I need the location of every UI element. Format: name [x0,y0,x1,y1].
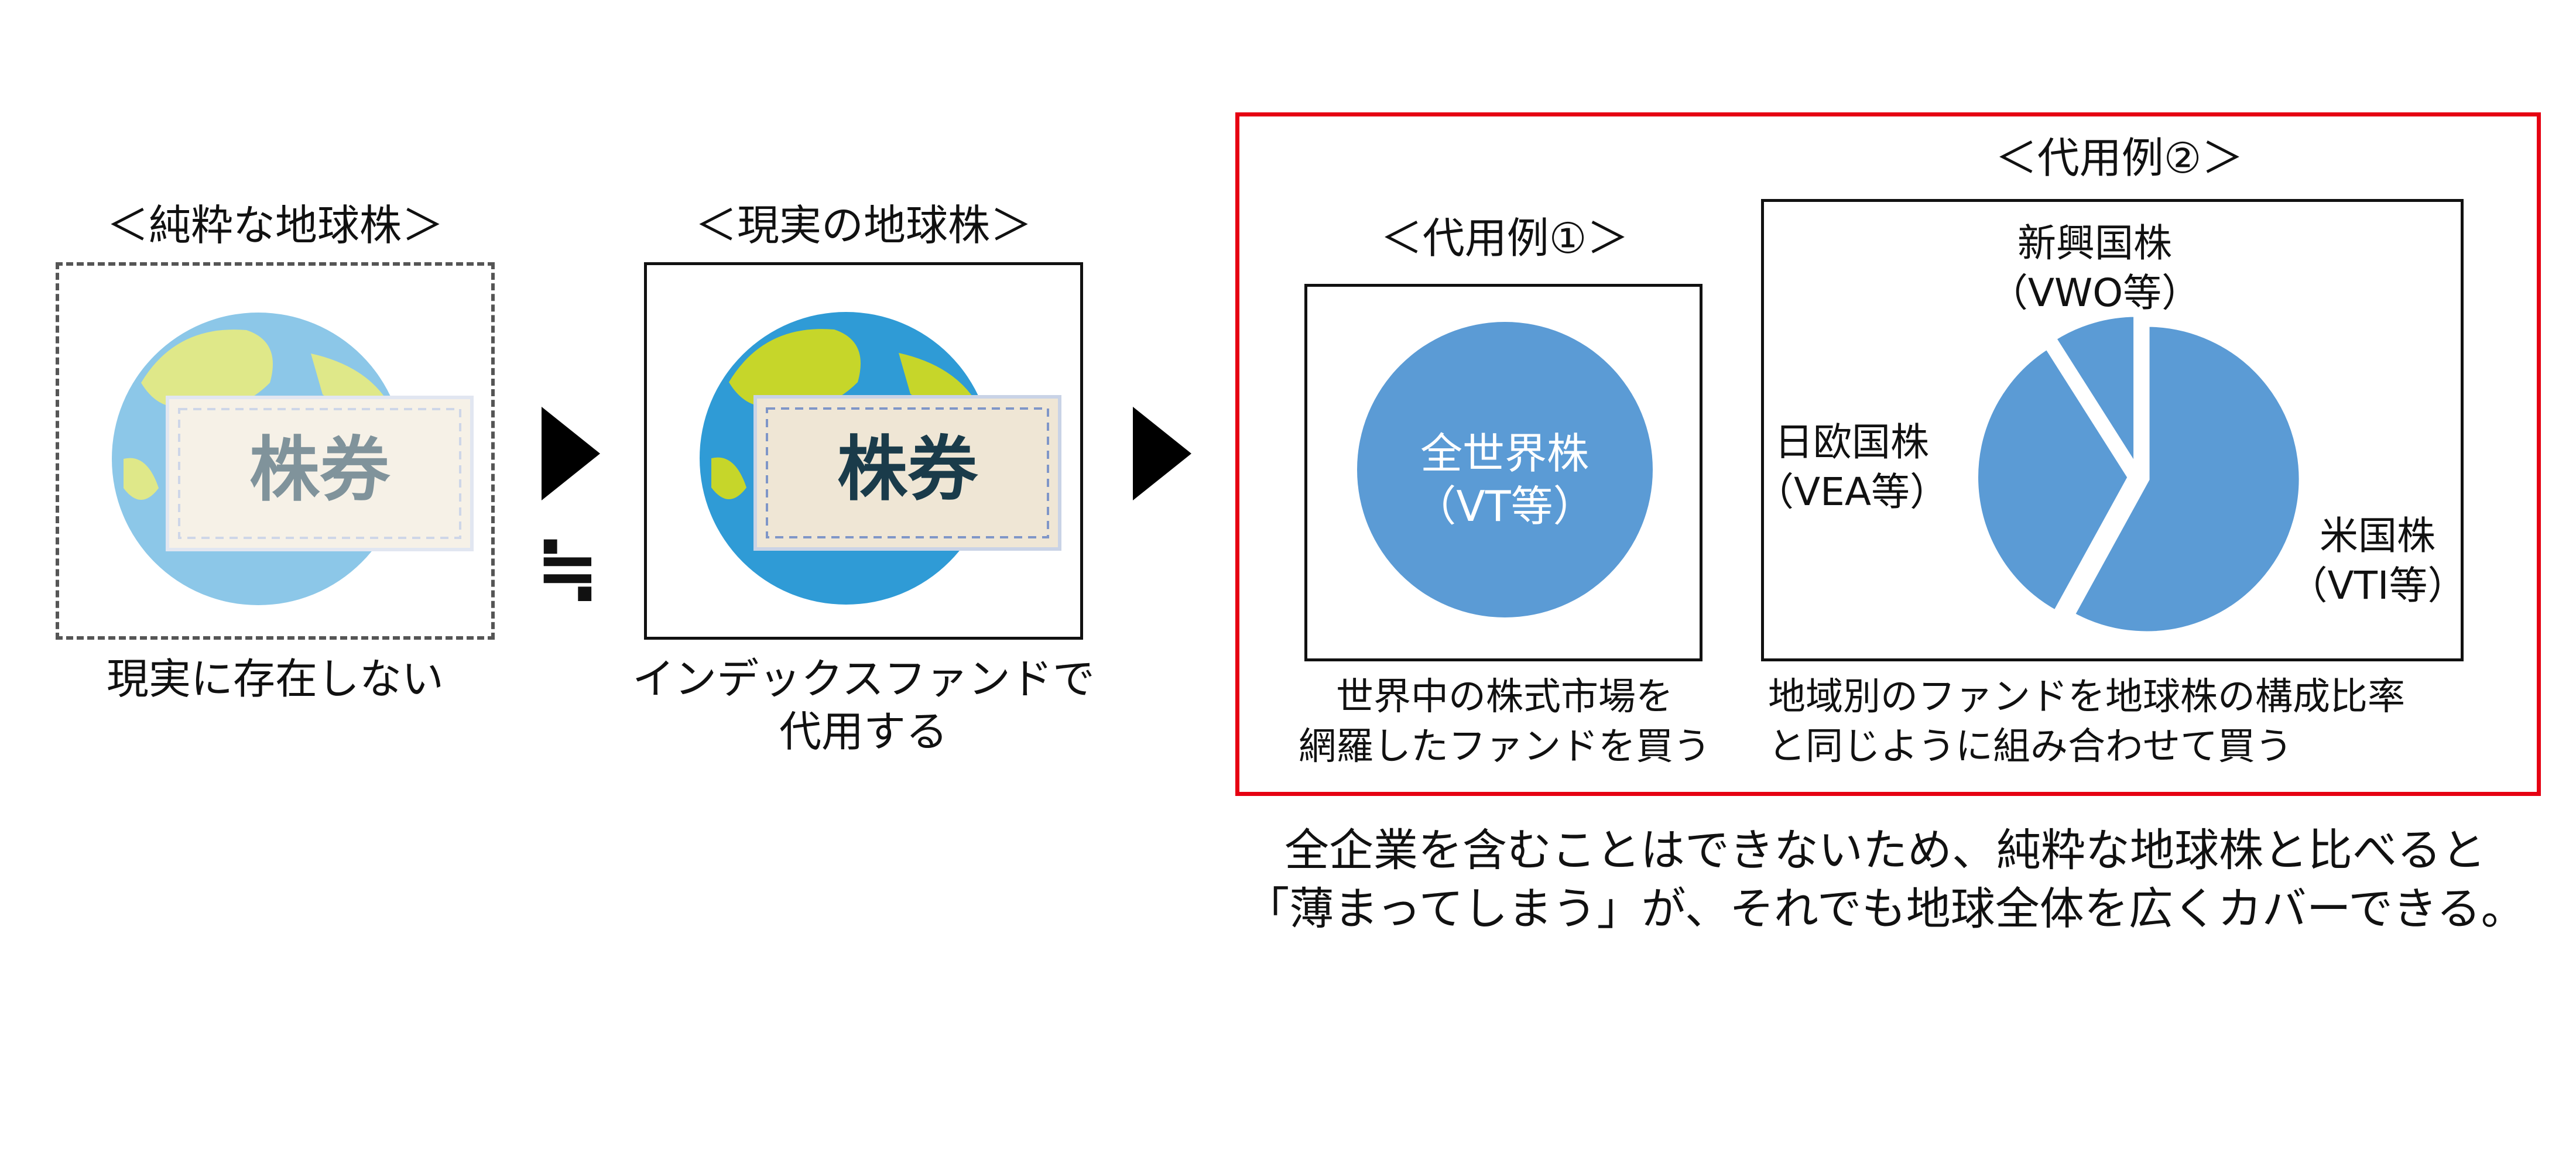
pie-label-emerging: 新興国株 [2017,221,2172,266]
pie-slice-emerging [2049,311,2140,479]
example2-title: ＜代用例②＞ [1995,133,2244,183]
real-caption-line1: インデックスファンドで [632,654,1095,703]
real-title: ＜現実の地球株＞ [694,201,1033,250]
example2-caption-line1: 地域別のファンドを地球株の構成比率 [1768,675,2405,719]
all-world-sub-label: （VT等） [1414,482,1595,531]
globe-stock-icon-faded: 株券 [112,313,474,605]
approx-equal-symbol: ≒ [536,523,600,612]
pure-title: ＜純粋な地球株＞ [106,201,444,250]
pie-label-emerging-sub: （VWO等） [1989,270,2201,315]
pie-label-developed-sub: （VEA等） [1755,469,1948,514]
footer-line1: 全企業を含むことはできないため、純粋な地球株と比べると [1284,824,2486,876]
pie-slice-us [2068,321,2305,637]
arrow-right-icon [1133,407,1191,500]
pie-label-developed: 日欧国株 [1775,420,1929,465]
example2-caption-line2: と同じように組み合わせて買う [1768,725,2293,768]
substitute-examples-frame [1235,112,2541,796]
arrow-right-icon [542,407,600,500]
stock-text: 株券 [837,429,978,510]
all-world-label: 全世界株 [1420,429,1590,478]
pie-label-us: 米国株 [2320,513,2435,558]
stock-text: 株券 [249,430,390,511]
example1-caption-line2: 網羅したファンドを買う [1299,725,1711,768]
real-box: 株券 [644,262,1083,640]
regional-pie-chart [1972,311,2305,637]
example1-box: 全世界株 （VT等） [1304,284,1703,661]
pure-box: 株券 [56,262,495,640]
globe-stock-icon: 株券 [700,312,1061,605]
example1-title: ＜代用例①＞ [1380,214,1629,263]
example1-caption-line1: 世界中の株式市場を [1336,675,1673,719]
footer-line2: 「薄まってしまう」が、それでも地球全体を広くカバーできる。 [1245,883,2526,935]
pie-slice-developed [1972,342,2134,617]
example2-box: 新興国株 （VWO等） 日欧国株 （VEA等） 米国株 （VTI等） [1755,199,2467,661]
real-caption-line2: 代用する [779,707,948,756]
pie-label-us-sub: （VTI等） [2289,563,2467,608]
pure-caption: 現実に存在しない [106,654,444,703]
all-world-circle [1357,322,1653,617]
